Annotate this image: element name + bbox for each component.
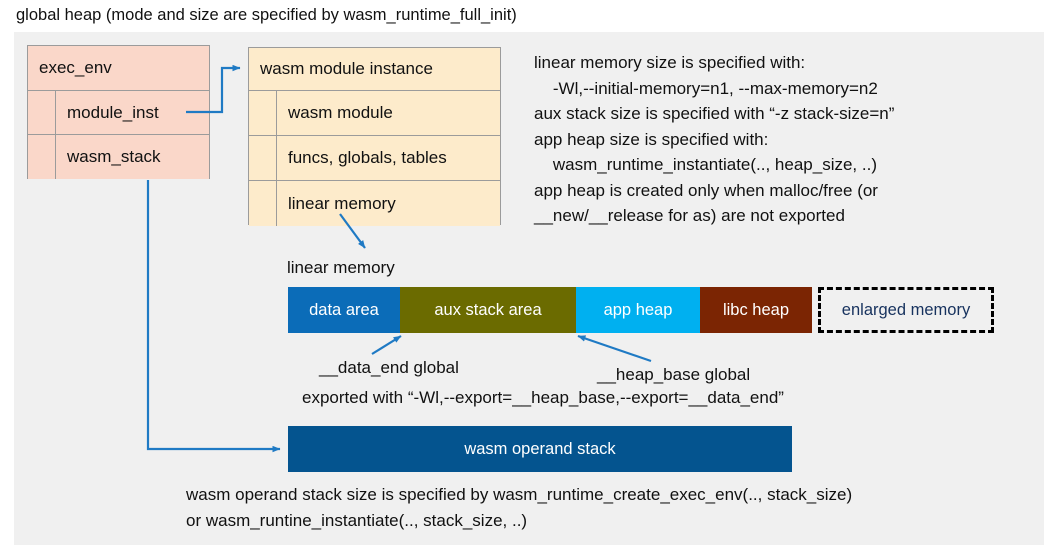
row-gutter	[249, 181, 277, 226]
exec-env-header: exec_env	[28, 46, 209, 91]
module-instance-row-funcs-globals-tables: funcs, globals, tables	[249, 136, 500, 181]
operand-stack-caption: wasm operand stack size is specified by …	[186, 485, 853, 530]
wasm-operand-stack-box: wasm operand stack	[288, 426, 792, 472]
callout-export-line: exported with “-Wl,--export=__heap_base,…	[302, 388, 784, 407]
row-gutter	[249, 136, 277, 180]
row-gutter	[249, 91, 277, 135]
module-instance-row-label: wasm module	[288, 103, 393, 122]
module-instance-row-label: linear memory	[288, 193, 396, 213]
callout-data-end-global: __data_end global	[319, 358, 459, 377]
exec-env-row-label: module_inst	[67, 102, 159, 122]
memory-segment-app-heap: app heap	[576, 287, 700, 333]
memory-segment-libc-heap: libc heap	[700, 287, 812, 333]
module-instance-row-wasm-module: wasm module	[249, 91, 500, 136]
module-instance-header: wasm module instance	[249, 48, 500, 91]
linear-memory-bar: data area aux stack area app heap libc h…	[288, 287, 994, 333]
linear-memory-label: linear memory	[287, 258, 395, 277]
exec-env-row-module-inst: module_inst	[28, 91, 209, 135]
diagram-title: global heap (mode and size are specified…	[16, 6, 517, 24]
module-instance-row-label: funcs, globals, tables	[288, 148, 447, 167]
module-instance-row-linear-memory: linear memory	[249, 181, 500, 226]
callout-heap-base-global: __heap_base global	[597, 365, 751, 384]
row-gutter	[28, 135, 56, 179]
wasm-module-instance-box: wasm module instance wasm module funcs, …	[248, 47, 501, 226]
exec-env-row-wasm-stack: wasm_stack	[28, 135, 209, 179]
exec-env-row-label: wasm_stack	[67, 147, 161, 166]
memory-segment-enlarged-memory: enlarged memory	[818, 287, 994, 333]
memory-segment-data-area: data area	[288, 287, 400, 333]
memory-segment-aux-stack-area: aux stack area	[400, 287, 576, 333]
row-gutter	[28, 91, 56, 134]
configuration-notes: linear memory size is specified with: -W…	[534, 53, 895, 225]
exec-env-box: exec_env module_inst wasm_stack	[27, 45, 210, 179]
